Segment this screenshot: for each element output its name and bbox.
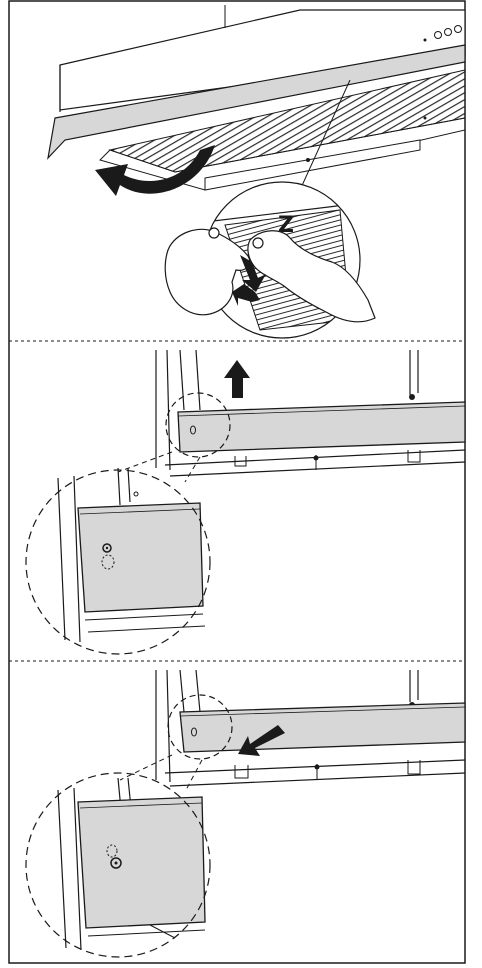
arrow-up-icon bbox=[224, 360, 250, 398]
magnified-detail-2 bbox=[57, 777, 206, 951]
curved-arrow-icon bbox=[95, 145, 215, 196]
arrow-down-icon bbox=[240, 255, 266, 292]
callout-letter: Z bbox=[278, 213, 294, 238]
outer-frame bbox=[8, 0, 466, 964]
control-buttons bbox=[423, 25, 462, 42]
screw-icon bbox=[409, 394, 415, 400]
trim-strip bbox=[177, 401, 466, 453]
magnified-detail-1 bbox=[57, 467, 206, 643]
panel-strip-lift bbox=[25, 349, 466, 655]
hood-visor-panel bbox=[47, 44, 466, 160]
hands-icon bbox=[164, 227, 376, 323]
trim-strip-pulled bbox=[179, 702, 466, 753]
panel-strip-pull bbox=[25, 669, 466, 958]
panel-filter-removal: Z bbox=[47, 5, 466, 339]
arrow-down-left-icon bbox=[238, 725, 285, 756]
